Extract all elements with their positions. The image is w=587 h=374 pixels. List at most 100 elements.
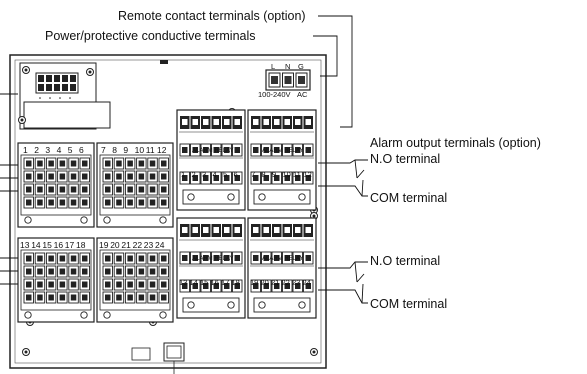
relay-top-screw	[203, 119, 209, 125]
com-terminal-label-1: COM terminal	[370, 191, 448, 205]
relay-low-screw	[263, 175, 269, 181]
relay-low-screw	[295, 175, 301, 181]
relay-top-screw	[213, 119, 219, 125]
comm-pin	[46, 75, 52, 82]
input-cell-screw	[127, 199, 133, 206]
relay-block-screw	[187, 301, 195, 309]
input-cell-screw	[116, 281, 122, 288]
terminal-number: 7	[101, 145, 106, 155]
input-block-screw	[159, 216, 167, 224]
comm-pin	[62, 75, 68, 82]
input-cell-screw	[149, 294, 156, 301]
relay-top-screw	[274, 119, 280, 125]
power-pin-screw	[298, 76, 305, 84]
power-type: AC	[297, 90, 308, 99]
input-cell-screw	[70, 268, 77, 275]
relay-top-screw	[203, 227, 209, 233]
relay-low-screw	[234, 175, 240, 181]
relay-low-screw	[305, 175, 311, 181]
input-cell-screw	[82, 255, 88, 262]
terminal-number: 19	[250, 278, 259, 287]
com-terminal-label-2: COM terminal	[370, 297, 448, 311]
terminal-number: 2	[191, 170, 196, 179]
power-leader	[313, 35, 338, 77]
relay-low-screw	[224, 175, 230, 181]
input-cell-screw	[82, 281, 88, 288]
relay-low-screw	[263, 283, 269, 289]
relay-block-screw	[298, 193, 306, 201]
relay-mid-screw	[203, 255, 209, 261]
screw-center	[312, 214, 316, 218]
terminal-number: 9	[272, 170, 277, 179]
relay-block-screw	[258, 193, 266, 201]
no-terminal-label-2: N.O terminal	[370, 254, 441, 268]
input-cell-screw	[149, 186, 156, 193]
input-cell-screw	[138, 255, 145, 262]
relay-low-screw	[182, 175, 188, 181]
relay-mid-screw	[224, 255, 230, 261]
comm-pin	[62, 84, 68, 91]
input-cell-screw	[149, 281, 156, 288]
relay-mid-screw	[295, 255, 301, 261]
terminal-number: 5	[223, 170, 228, 179]
alarm-output-label: Alarm output terminals (option)	[370, 136, 541, 150]
relay-mid-screw	[192, 255, 198, 261]
input-cell-screw	[127, 255, 133, 262]
input-cell-screw	[138, 160, 145, 167]
terminal-number: 6	[233, 170, 238, 179]
terminal-number: 1	[181, 170, 186, 179]
terminal-number: 16	[210, 278, 219, 287]
relay-top-screw	[192, 119, 198, 125]
relay-top-screw	[253, 119, 259, 125]
input-cell-screw	[37, 281, 43, 288]
relay-mid-screw	[284, 147, 290, 153]
comm-module-base	[23, 101, 111, 129]
relay-mid-screw	[224, 147, 230, 153]
relay-mid-screw	[182, 147, 188, 153]
input-cell-screw	[116, 160, 122, 167]
relay-mid-screw	[253, 255, 259, 261]
relay-low-screw	[224, 283, 230, 289]
input-cell-screw	[127, 281, 133, 288]
terminal-number: 6	[79, 145, 84, 155]
com-leader-2	[318, 289, 368, 304]
input-cell-screw	[48, 160, 54, 167]
input-cell-screw	[70, 186, 77, 193]
input-cell-screw	[138, 281, 145, 288]
relay-top-screw	[284, 119, 290, 125]
terminal-number: 12	[157, 145, 167, 155]
input-cell-screw	[26, 255, 32, 262]
terminal-number: 2	[34, 145, 39, 155]
terminal-number: 13	[179, 278, 188, 287]
input-block-7-12	[96, 142, 174, 228]
input-block-1-6	[17, 142, 95, 228]
input-cell-screw	[105, 268, 111, 275]
terminal-number: 21	[271, 278, 280, 287]
no-leader-1	[318, 159, 368, 164]
relay-block-13-18	[176, 217, 246, 319]
relay-header-1: ALARM RELAY	[192, 148, 234, 154]
terminal-number: 14	[31, 240, 41, 250]
input-cell-screw	[26, 199, 32, 206]
screw-center	[24, 68, 28, 72]
relay-top-screw	[253, 227, 259, 233]
input-cell-screw	[149, 268, 156, 275]
relay-top-screw	[274, 227, 280, 233]
comm-dot	[49, 97, 51, 99]
relay-top-screw	[234, 119, 240, 125]
relay-top-screw	[305, 227, 311, 233]
relay-mid-screw	[295, 147, 301, 153]
relay-low-screw	[284, 283, 290, 289]
input-cell-screw	[127, 294, 133, 301]
input-cell-screw	[48, 173, 54, 180]
relay-low-screw	[203, 175, 209, 181]
input-cell-screw	[116, 199, 122, 206]
input-cell-screw	[70, 199, 77, 206]
relay-low-screw	[253, 175, 259, 181]
terminal-number: 20	[110, 240, 120, 250]
relay-block-screw	[258, 301, 266, 309]
relay-low-screw	[274, 283, 280, 289]
terminal-number: 23	[143, 240, 154, 250]
